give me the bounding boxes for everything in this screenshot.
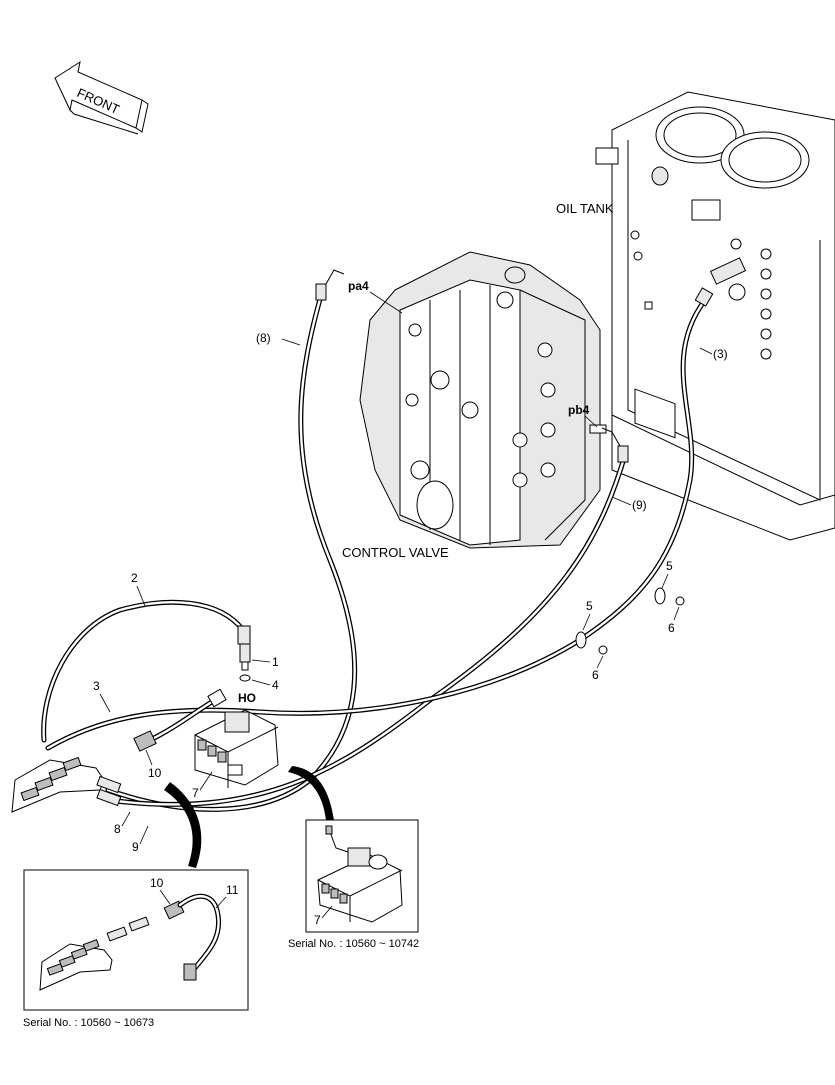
inset-right-serial: Serial No. : 10560 ~ 10742: [288, 938, 419, 950]
port-pb4-label: pb4: [568, 403, 590, 417]
oil-tank-label: OIL TANK: [556, 201, 614, 216]
pressure-switch-10: [133, 688, 227, 752]
clamp-5a: [575, 631, 608, 655]
inset-left-serial: Serial No. : 10560 ~ 10673: [23, 1017, 154, 1029]
callout-item-2: 2: [131, 571, 138, 585]
callout-hose-9: (9): [632, 498, 647, 512]
inset-left: 10 11 Serial No. : 10560 ~ 10673: [23, 869, 249, 1029]
hose-2: [41, 599, 251, 743]
hose-8: [105, 269, 358, 812]
callout-hose-3: (3): [713, 347, 728, 361]
oil-tank: OIL TANK: [556, 91, 835, 541]
callout-item-3: 3: [93, 679, 100, 693]
callout-item-5b: 5: [666, 559, 673, 573]
callout-item-6a: 6: [592, 668, 599, 682]
hose-3: [45, 287, 714, 751]
port-ho-label: HO: [238, 691, 256, 705]
callout-item-1: 1: [272, 655, 279, 669]
inset-left-item-11: 11: [226, 883, 239, 897]
control-valve: CONTROL VALVE pa4 pb4: [342, 251, 607, 560]
fitting-1: [239, 643, 251, 682]
inset-right-item-7: 7: [314, 913, 321, 927]
callout-hose-8: (8): [256, 331, 271, 345]
callout-item-6b: 6: [668, 621, 675, 635]
port-pa4-label: pa4: [348, 279, 369, 293]
valve-block-7: HO: [194, 691, 279, 788]
hose-10-lead: [147, 697, 218, 743]
detail-pointers: [164, 766, 334, 868]
callouts: (8) (3) (9) 2 1 4 3 10 7 8 9 5 6 5 6: [93, 331, 728, 854]
inset-left-item-10: 10: [150, 876, 164, 890]
callout-item-5a: 5: [586, 599, 593, 613]
manifold-block: [11, 756, 122, 813]
callout-item-10: 10: [148, 766, 162, 780]
control-valve-label: CONTROL VALVE: [342, 545, 449, 560]
callout-item-8: 8: [114, 822, 121, 836]
front-arrow-icon: FRONT: [54, 60, 149, 135]
clamp-5b: [654, 587, 685, 606]
callout-item-4: 4: [272, 678, 279, 692]
callout-item-9: 9: [132, 840, 139, 854]
inset-right: 7 Serial No. : 10560 ~ 10742: [288, 819, 419, 950]
callout-item-7: 7: [192, 786, 199, 800]
